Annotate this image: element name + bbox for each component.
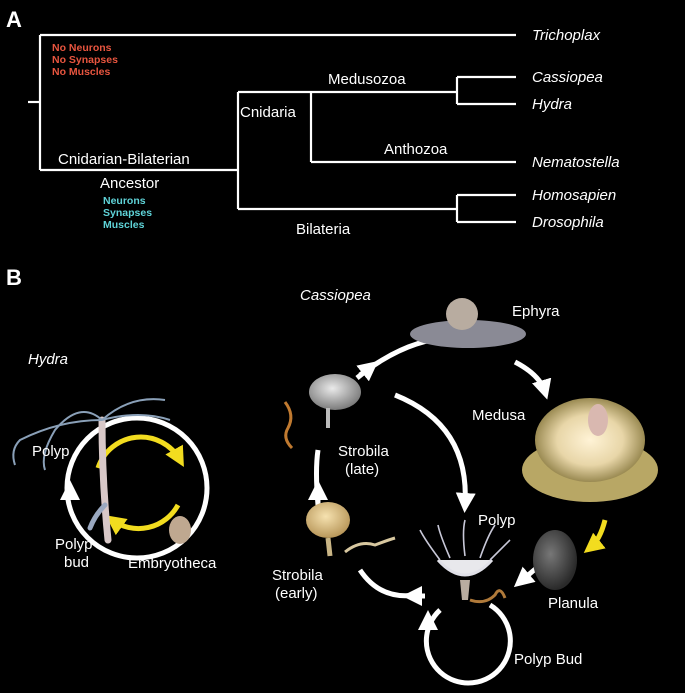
ancestor-label-line1: Cnidarian-Bilaterian [58, 151, 190, 168]
cassiopea-arrow-planula [583, 519, 608, 554]
hydra-title: Hydra [28, 351, 68, 368]
strobila-early-bud [344, 536, 396, 554]
cassiopea-title: Cassiopea [300, 287, 371, 304]
medusa-arms [535, 398, 645, 482]
cassiopea-stage-strobila-early-line2: (early) [275, 585, 318, 602]
panel-b-label: B [6, 265, 22, 290]
phylogenetic-tree [28, 33, 516, 224]
cassiopea-arc-late [314, 449, 321, 506]
hydra-polyp-body [98, 416, 112, 544]
cassiopea-polyp-stalk [460, 580, 470, 600]
absent-trait-neurons: No Neurons [52, 42, 112, 54]
present-trait-muscles: Muscles [103, 219, 145, 231]
hydra-stage-embryotheca: Embryotheca [128, 555, 217, 572]
cassiopea-arc-to-early [357, 568, 416, 599]
ephyra-shape [410, 320, 526, 348]
strobila-late-bud [283, 401, 294, 450]
hydra-yellow-arc-bottom [105, 503, 181, 536]
panel-a-label: A [6, 7, 22, 32]
cassiopea-stage-polyp-bud: Polyp Bud [514, 651, 582, 668]
ancestor-label-line2: Ancestor [100, 175, 159, 192]
cassiopea-polyp-bud-loop [423, 602, 513, 686]
clade-cnidaria: Cnidaria [240, 104, 297, 121]
hydra-embryotheca-shape [169, 516, 191, 544]
absent-trait-muscles: No Muscles [52, 66, 111, 78]
cassiopea-arrow-medusa [513, 359, 552, 400]
taxon-cassiopea: Cassiopea [532, 69, 603, 86]
taxon-nematostella: Nematostella [532, 154, 620, 171]
cassiopea-polyp-bud-shape [469, 589, 507, 604]
hydra-stage-bud-line1: Polyp [55, 536, 93, 553]
cassiopea-polyp-tentacles [419, 519, 511, 561]
taxon-trichoplax: Trichoplax [532, 27, 601, 44]
hydra-tentacle-3 [101, 414, 171, 421]
strobila-early-stalk [325, 537, 333, 557]
cassiopea-arrow-to-polyp [394, 392, 476, 513]
medusa-center [588, 404, 608, 436]
present-trait-neurons: Neurons [103, 195, 146, 207]
cassiopea-arrow-ephyra [355, 361, 379, 382]
ephyra-manubrium [446, 298, 478, 330]
hydra-bud-body [87, 502, 108, 531]
hydra-tentacle-1 [42, 411, 103, 471]
cassiopea-stage-planula: Planula [548, 595, 599, 612]
taxon-drosophila: Drosophila [532, 214, 604, 231]
cassiopea-stage-strobila-late-line2: (late) [345, 461, 379, 478]
present-trait-synapses: Synapses [103, 207, 152, 219]
planula-shape [533, 530, 577, 590]
absent-trait-synapses: No Synapses [52, 54, 118, 66]
hydra-cycle [12, 398, 210, 561]
hydra-tentacle-2 [101, 398, 166, 421]
clade-bilateria: Bilateria [296, 221, 351, 238]
cassiopea-polyp-calyx [436, 558, 494, 577]
hydra-yellow-arc-top [95, 434, 184, 469]
cassiopea-stage-medusa: Medusa [472, 407, 526, 424]
clade-anthozoa: Anthozoa [384, 141, 448, 158]
strobila-early-shape [306, 502, 350, 538]
cassiopea-cycle [283, 298, 658, 686]
hydra-stage-bud-line2: bud [64, 554, 89, 571]
taxon-hydra: Hydra [532, 96, 572, 113]
hydra-stage-polyp: Polyp [32, 443, 70, 460]
taxon-homosapien: Homosapien [532, 187, 616, 204]
hydra-tentacle-4 [12, 419, 103, 466]
cassiopea-stage-polyp: Polyp [478, 512, 516, 529]
cassiopea-stage-strobila-late-line1: Strobila [338, 443, 390, 460]
cassiopea-stage-strobila-early-line1: Strobila [272, 567, 324, 584]
clade-medusozoa: Medusozoa [328, 71, 406, 88]
cassiopea-stage-ephyra: Ephyra [512, 303, 560, 320]
strobila-late-shape [309, 374, 361, 410]
